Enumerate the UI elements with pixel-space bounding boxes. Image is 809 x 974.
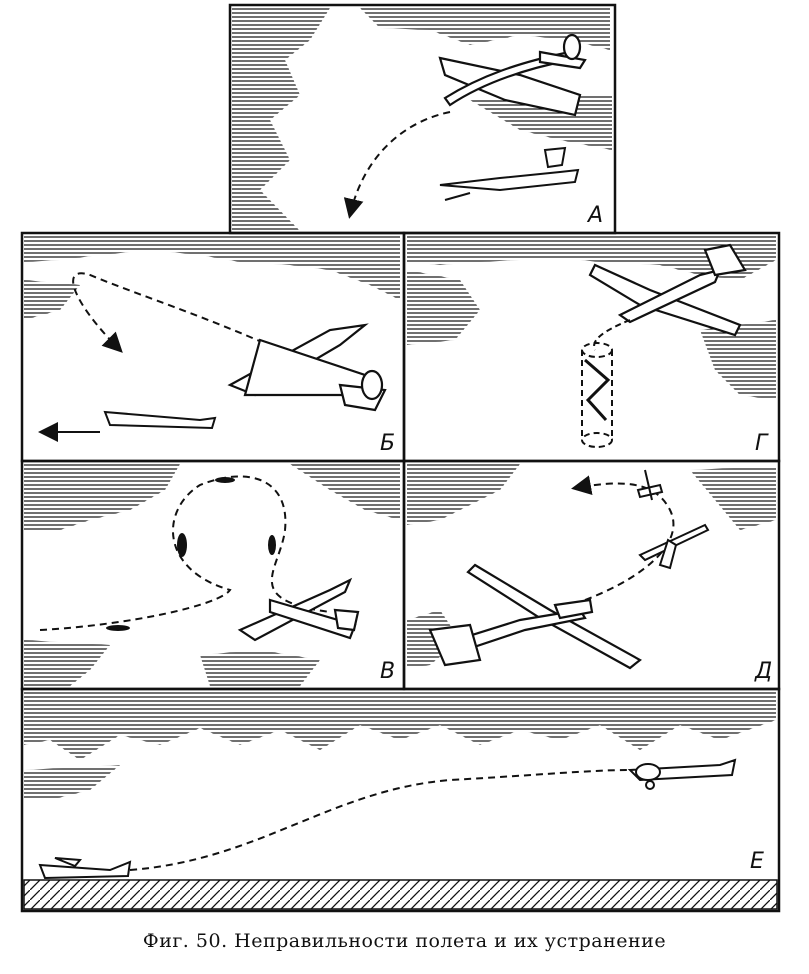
panel-v-label: В (380, 659, 395, 684)
panel-v-loop-marks (106, 477, 276, 631)
panel-a-trajectory (343, 111, 451, 219)
panel-e-frame (20, 687, 781, 913)
panel-frames (20, 3, 781, 913)
panel-d-small-glider-2 (636, 469, 664, 501)
panel-e-trajectory (129, 769, 631, 871)
panel-g-spiral-path (584, 358, 611, 422)
panel-g-spiral-cylinder (581, 342, 613, 448)
panel-b-level-glider (103, 410, 217, 430)
panel-e-flying-glider (627, 758, 737, 790)
panel-a-stalled-glider (439, 146, 580, 201)
panel-g-trajectory (593, 319, 631, 351)
sky-hatching (24, 8, 776, 800)
panel-e-ground-glider (38, 857, 132, 880)
panel-d-small-glider-1 (638, 523, 710, 570)
panel-g-glider (588, 243, 747, 337)
panel-d-label: Д (754, 659, 772, 684)
panel-g-label: Г (755, 431, 769, 456)
panel-b-glider (227, 323, 387, 412)
panel-a-label: А (586, 203, 603, 228)
panel-d-glider (428, 563, 642, 670)
ground-strip (23, 879, 778, 910)
panel-v-loop-trajectory (39, 475, 331, 631)
panel-b-label: Б (380, 431, 395, 456)
panel-v-glider (237, 577, 360, 642)
panel-e-label: Е (750, 849, 764, 874)
figure-caption: Фиг. 50. Неправильности полета и их устр… (142, 930, 667, 952)
panel-d-trajectory (571, 475, 675, 601)
panel-a-glider (438, 33, 587, 117)
